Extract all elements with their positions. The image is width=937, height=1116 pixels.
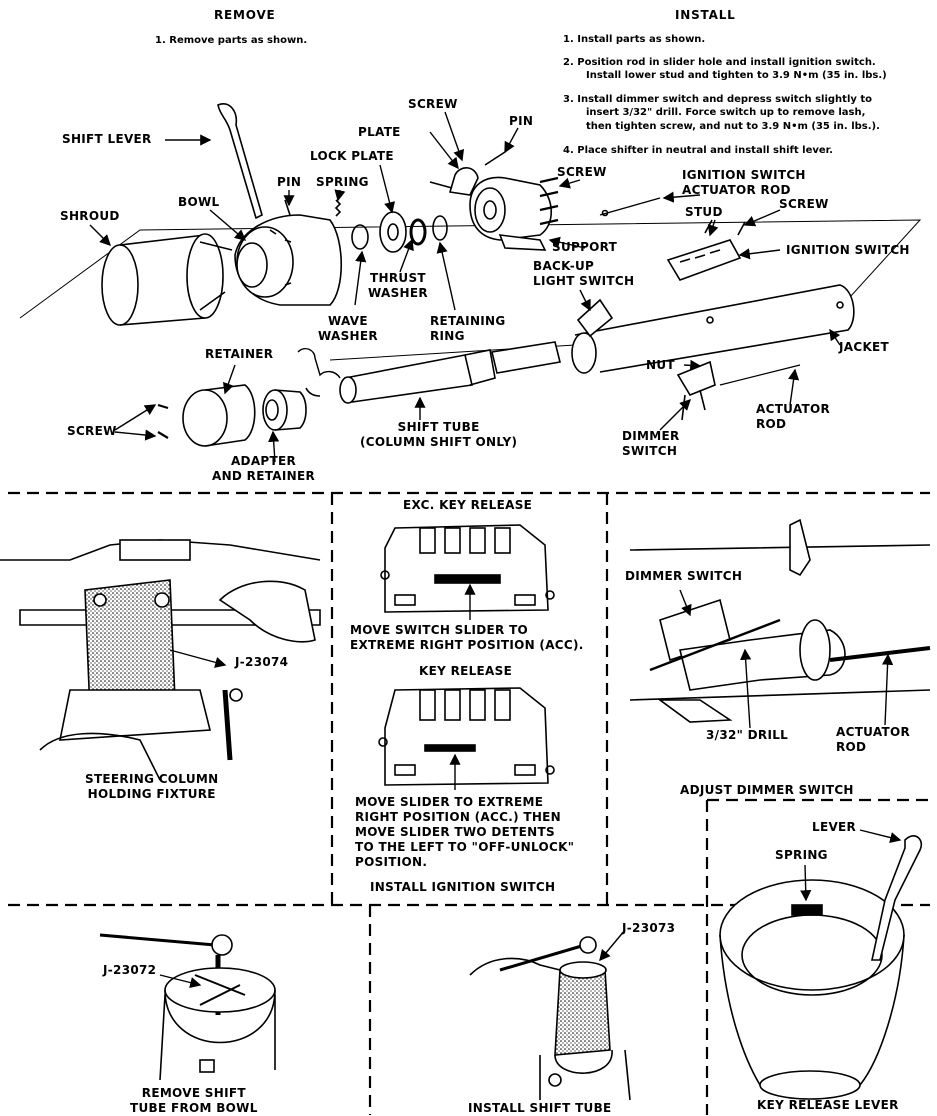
label-shift-lever: SHIFT LEVER [62,132,152,146]
label-screw-ign: SCREW [779,197,829,211]
remove-tube-art [99,933,276,1081]
install-tube-art [469,929,631,1101]
screws-left [157,403,169,439]
lever-label: LEVER [812,820,857,834]
install-tube-caption: INSTALL SHIFT TUBE [468,1101,612,1115]
holding-fixture-art [0,539,321,781]
ignition-switch-part [666,219,746,281]
install-step-3c: then tighten screw, and nut to 3.9 N•m (… [586,121,880,132]
label-retainer: RETAINER [205,347,274,361]
label-bowl: BOWL [178,195,220,209]
dimmer-switch-art [629,518,931,729]
install-tube-tool-label: J-23073 [622,921,676,935]
install-step-3b: insert 3/32" drill. Force switch up to r… [586,107,866,118]
shift-lever [217,103,263,220]
pin-2-part [484,151,506,166]
screw-top-part [429,181,453,189]
housing [469,176,552,251]
label-pin-2: PIN [509,114,534,128]
actuator-rod-part [719,364,801,386]
label-screw-top: SCREW [408,97,458,111]
remove-step-1: 1. Remove parts as shown. [155,35,308,46]
label-support: SUPPORT [552,240,618,254]
key-release-label: KEY RELEASE [419,664,513,678]
adapter-part [262,389,307,431]
install-heading: INSTALL [675,8,736,22]
panel-borders [8,491,930,1115]
shift-tube [297,341,561,404]
install-step-2b: Install lower stud and tighten to 3.9 N•… [586,70,887,81]
switch-exc-key [380,524,555,613]
remove-tube-tool-label: J-23072 [103,963,157,977]
label-jacket: JACKET [839,340,890,354]
remove-heading: REMOVE [214,8,276,22]
key-release-lever-caption: KEY RELEASE LEVER [757,1098,899,1112]
lock-plate [379,211,407,253]
label-spring: SPRING [316,175,369,189]
bowl [234,214,343,306]
spring-part [334,199,342,217]
label-shroud: SHROUD [60,209,120,223]
label-screw-right: SCREW [557,165,607,179]
label-pin-1: PIN [277,175,302,189]
shroud [101,233,233,326]
backup-switch-part [576,298,614,338]
thrust-washer [409,218,427,246]
label-shift-tube: SHIFT TUBE(COLUMN SHIFT ONLY) [360,420,518,449]
retaining-ring [432,215,448,241]
plate-part [448,167,479,196]
switch-key-release [378,687,555,786]
install-step-2a: 2. Position rod in slider hole and insta… [563,57,876,68]
install-step-1: 1. Install parts as shown. [563,34,706,45]
drill-label: 3/32" DRILL [706,728,789,742]
dimmer-switch-part [676,360,716,421]
screws-right [539,176,559,226]
wave-washer [351,224,369,250]
install-step-3a: 3. Install dimmer switch and depress swi… [563,94,873,105]
label-nut: NUT [646,358,675,372]
retainer-part [182,384,256,447]
spring-label: SPRING [775,848,828,862]
install-step-4: 4. Place shifter in neutral and install … [563,145,833,156]
label-screw-left: SCREW [67,424,117,438]
label-stud: STUD [685,205,723,219]
label-lock-plate: LOCK PLATE [310,149,394,163]
ignition-switch-art [378,524,555,790]
install-ignition-caption: INSTALL IGNITION SWITCH [370,880,556,894]
exc-key-release-label: EXC. KEY RELEASE [403,498,533,512]
ignition-actuator-rod [599,197,661,216]
key-lever-art [719,829,923,1100]
jacket [571,284,855,374]
holding-tool-label: J-23074 [235,655,289,669]
label-plate: PLATE [358,125,401,139]
label-ignition-switch: IGNITION SWITCH [786,243,910,257]
adjust-dimmer-caption: ADJUST DIMMER SWITCH [680,783,854,797]
dimmer-switch-label: DIMMER SWITCH [625,569,743,583]
